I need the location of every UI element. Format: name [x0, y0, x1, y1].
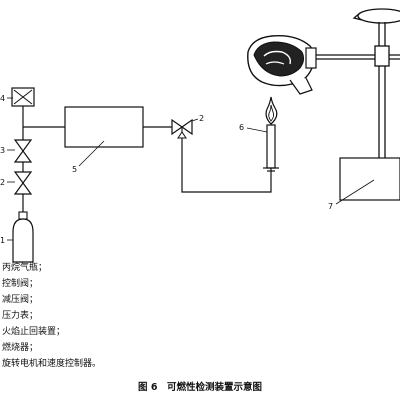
- pressure-reducing-valve-icon: [13, 171, 33, 195]
- legend-item-7: 旋转电机和速度控制器。: [2, 359, 102, 369]
- callout-1: 1: [0, 236, 5, 245]
- flame-arrestor-box: [64, 106, 144, 148]
- legend-item-6: 燃烧器；: [2, 343, 39, 353]
- burner-icon: [263, 124, 279, 172]
- callout-3: 3: [0, 146, 5, 155]
- leader-6: [246, 127, 268, 133]
- pressure-gauge-icon: [11, 87, 35, 107]
- flame-icon: [265, 96, 278, 125]
- callout-4: 4: [0, 94, 5, 103]
- callout-7: 7: [328, 202, 333, 211]
- test-sample-mask-icon: [247, 35, 317, 95]
- leader-2b: [191, 118, 199, 122]
- callout-2a: 2: [0, 178, 5, 187]
- burner-valve-icon: [171, 118, 193, 140]
- leader-5: [78, 140, 105, 167]
- leader-7: [335, 179, 375, 205]
- legend-item-3: 减压阀；: [2, 295, 39, 305]
- legend-item-2: 控制阀；: [2, 279, 39, 289]
- figure-caption: 图 6 可燃性检测装置示意图: [138, 382, 262, 393]
- callout-6: 6: [239, 123, 244, 132]
- propane-cylinder-icon: [12, 211, 34, 263]
- legend-item-4: 压力表；: [2, 311, 39, 321]
- motor-controller-box: [339, 157, 400, 201]
- pipe-to-burner: [181, 140, 272, 193]
- callout-5: 5: [72, 165, 77, 174]
- rotation-arrow-icon: [352, 8, 400, 24]
- legend-item-1: 丙烷气瓶；: [2, 263, 48, 273]
- control-valve-icon: [13, 139, 33, 163]
- legend-item-5: 火焰止回装置；: [2, 327, 66, 337]
- shaft-coupling: [374, 45, 390, 67]
- callout-2b: 2: [199, 114, 204, 123]
